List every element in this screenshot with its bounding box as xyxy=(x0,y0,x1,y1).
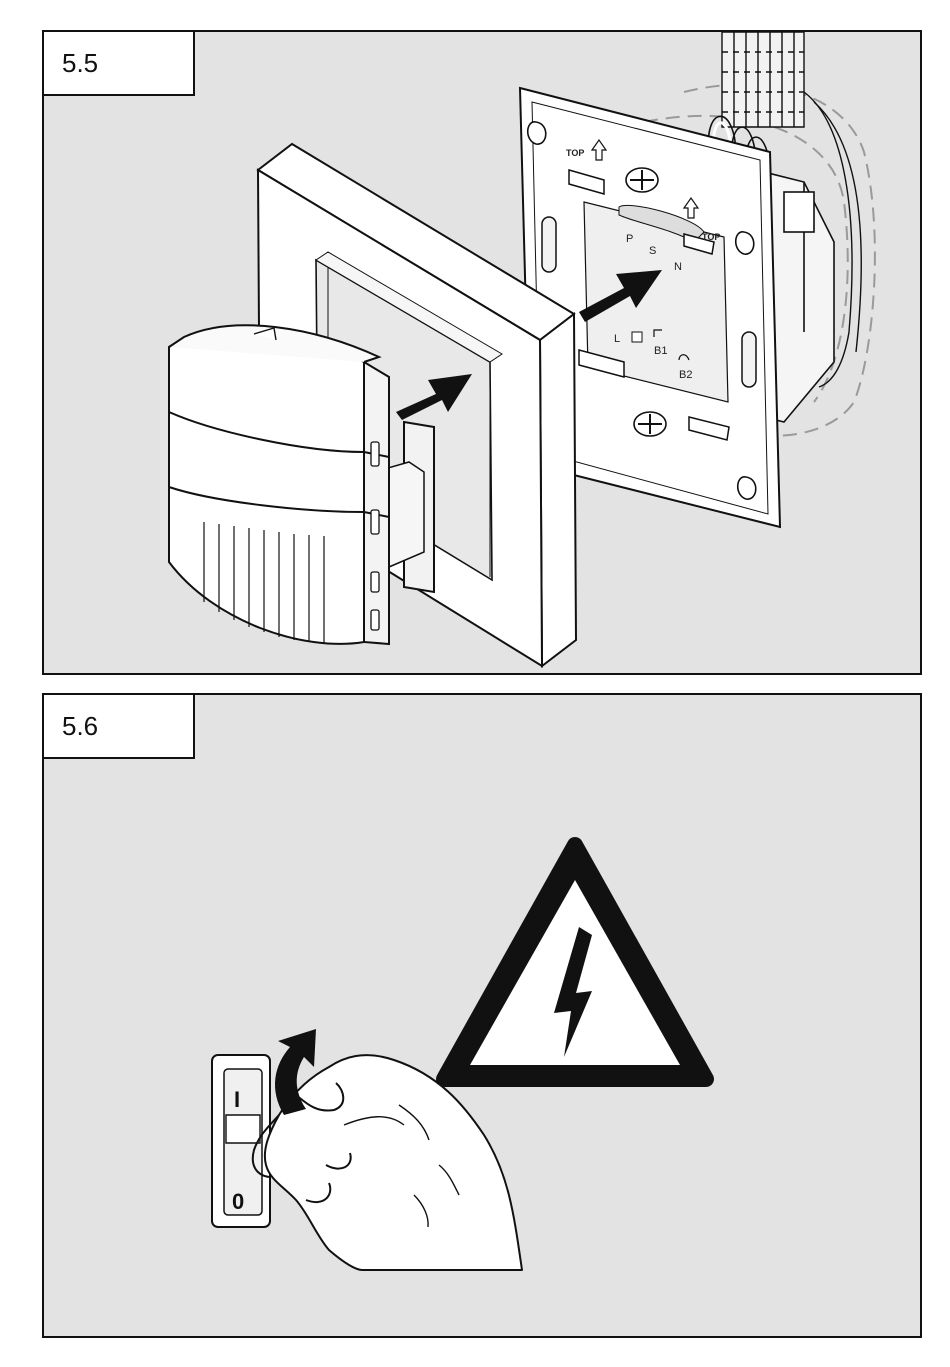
step-5-6-panel: 5.6 I 0 xyxy=(42,693,922,1338)
terminal-label-p: P xyxy=(626,233,633,245)
electric-hazard-warning-icon xyxy=(444,845,706,1079)
svg-text:TOP: TOP xyxy=(566,148,584,158)
terminal-label-l: L xyxy=(614,333,620,345)
assembly-illustration: TOP TOP P S N L B1 B2 xyxy=(44,32,920,673)
step-label: 5.5 xyxy=(44,32,195,96)
step-5-5-panel: 5.5 xyxy=(42,30,922,675)
step-label: 5.6 xyxy=(44,695,195,759)
switch-on-mark: I xyxy=(234,1087,240,1112)
power-on-illustration: I 0 xyxy=(44,695,920,1336)
terminal-label-b2: B2 xyxy=(679,369,692,381)
wall-switch: I 0 xyxy=(212,1055,270,1227)
switch-off-mark: 0 xyxy=(232,1189,244,1214)
svg-text:TOP: TOP xyxy=(702,232,720,242)
terminal-square xyxy=(632,332,642,342)
terminal-label-b1: B1 xyxy=(654,345,667,357)
terminal-label-n: N xyxy=(674,261,682,273)
terminal-label-s: S xyxy=(649,245,656,257)
